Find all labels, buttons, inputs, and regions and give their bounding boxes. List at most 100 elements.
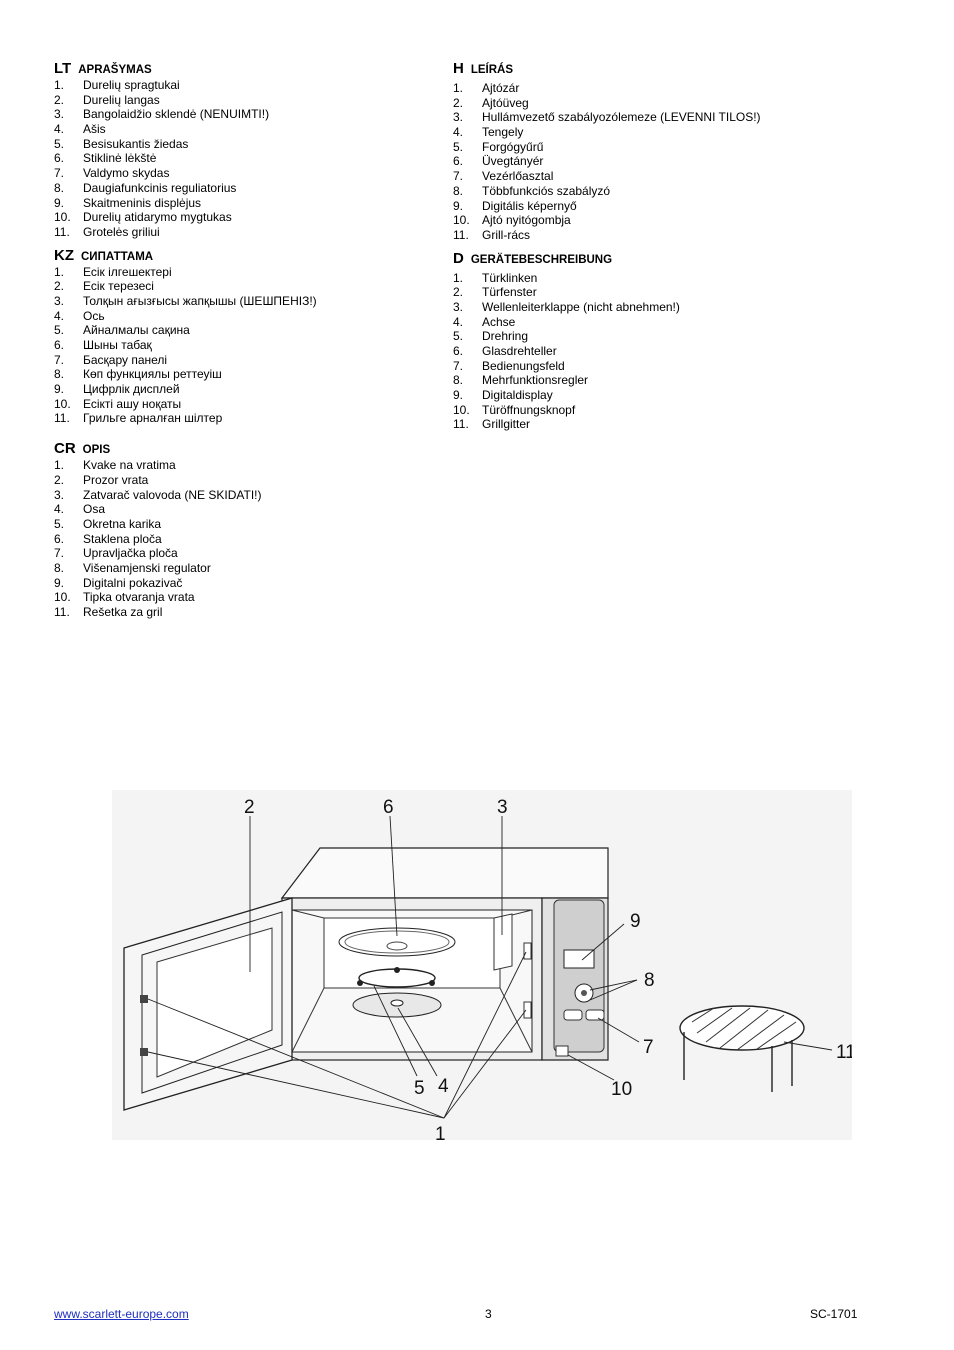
item-label: Prozor vrata: [83, 472, 149, 487]
callout-number: 4: [438, 1076, 449, 1097]
item-number: 6.: [54, 338, 65, 352]
list-item: 10.Tipka otvaranja vrata: [54, 590, 434, 605]
item-label: Bedienungsfeld: [482, 358, 565, 373]
list-item: 7.Vezérlőasztal: [453, 169, 833, 184]
list-item: 4.Achse: [453, 315, 833, 330]
list-item: 6. Stiklinė lėkštė: [54, 151, 434, 166]
list-item: 7.Upravljačka ploča: [54, 546, 434, 561]
list-item: 1.Есік ілгешектері: [54, 265, 434, 280]
door-latch: [140, 1048, 148, 1056]
item-number: 9.: [453, 388, 464, 403]
item-label: Wellenleiterklappe (nicht abnehmen!): [482, 299, 680, 314]
item-label: Grotelės griliui: [83, 224, 160, 239]
list-item: 5.Айналмалы сақина: [54, 323, 434, 338]
list-item: 1.Türklinken: [453, 271, 833, 286]
item-label: Zatvarač valovoda (NE SKIDATI!): [83, 487, 262, 502]
item-label: Есікті ашу ноқаты: [83, 396, 182, 411]
callout-number: 11: [836, 1042, 852, 1063]
item-label: Durelių atidarymo mygtukas: [83, 210, 232, 225]
list-item: 6.Шыны табақ: [54, 338, 434, 353]
item-number: 7.: [453, 169, 464, 184]
item-label: Толқын ағызғысы жапқышы (ШЕШПЕНІЗ!): [83, 293, 317, 308]
model-number: SC-1701: [810, 1307, 858, 1321]
item-number: 2.: [54, 279, 65, 294]
item-number: 5.: [54, 516, 65, 531]
item-label: Ajtózár: [482, 81, 520, 95]
item-number: 3.: [54, 293, 65, 308]
item-label: Üvegtányér: [482, 154, 544, 169]
item-number: 5.: [54, 323, 65, 338]
list-item: 4.Osa: [54, 502, 434, 517]
section-header: D GERÄTEBESCHREIBUNG: [453, 250, 833, 268]
item-number: 10.: [453, 213, 470, 228]
language-code: D: [453, 249, 464, 267]
item-label: Stiklinė lėkštė: [83, 151, 157, 166]
list-item: 10.Ajtó nyitógombja: [453, 213, 833, 228]
item-number: 9.: [54, 575, 65, 590]
item-number: 9.: [54, 382, 65, 397]
item-number: 6.: [54, 531, 65, 546]
section-header: LT APRAŠYMAS: [54, 60, 434, 78]
list-item: 6.Glasdrehteller: [453, 344, 833, 359]
item-number: 11.: [453, 227, 469, 242]
list-item: 8.Көп функциялы реттеуіш: [54, 367, 434, 382]
item-label: Durelių langas: [83, 92, 160, 107]
callout-number: 5: [414, 1078, 425, 1099]
list-item: 2.Durelių langas: [54, 93, 434, 108]
item-label: Tipka otvaranja vrata: [83, 590, 195, 605]
callout-number: 3: [497, 797, 508, 818]
item-number: 11.: [54, 411, 70, 426]
list-item: 7.Басқару панелі: [54, 353, 434, 368]
section-title: СИПАТТАМА: [81, 250, 154, 263]
microwave-diagram: 2 6 3 9 8 7 11 5 4 10 1: [112, 790, 852, 1140]
item-label: Грильге арналған шілтер: [83, 411, 223, 426]
list-item: 2.Есік терезесі: [54, 279, 434, 294]
item-number: 8.: [453, 373, 464, 388]
item-number: 6.: [54, 151, 65, 166]
list-item: 8.Mehrfunktionsregler: [453, 373, 833, 388]
language-code: LT: [54, 60, 72, 77]
list-item: 4.Tengely: [453, 125, 833, 140]
item-label: Daugiafunkcinis reguliatorius: [83, 180, 237, 195]
website-link[interactable]: www.scarlett-europe.com: [54, 1307, 189, 1321]
item-number: 5.: [453, 329, 464, 344]
list-item: 3.Bangolaidžio sklendė (NENUIMTI!): [54, 107, 434, 122]
list-item: 8.Daugiafunkcinis reguliatorius: [54, 181, 434, 196]
item-number: 3.: [453, 110, 464, 125]
list-item: 10.Durelių atidarymo mygtukas: [54, 210, 434, 225]
list-item: 2.Türfenster: [453, 285, 833, 300]
item-label: Kvake na vratima: [83, 458, 176, 473]
list-item: 11. Грильге арналған шілтер: [54, 411, 434, 426]
item-label: Rešetka za gril: [83, 605, 163, 619]
item-label: Achse: [482, 314, 516, 329]
list-item: 9.Digitális képernyő: [453, 199, 833, 214]
list-item: 5.Okretna karika: [54, 517, 434, 532]
language-code: KZ: [54, 246, 74, 264]
list-item: 9.Digitaldisplay: [453, 388, 833, 403]
waveguide-cover: [493, 913, 513, 971]
item-number: 9.: [54, 195, 65, 210]
item-label: Басқару панелі: [83, 352, 168, 367]
item-label: Valdymo skydas: [83, 166, 170, 181]
item-label: Ašis: [83, 122, 106, 137]
item-number: 3.: [54, 487, 65, 502]
door-window: [156, 927, 273, 1078]
item-label: Digitalni pokazivač: [83, 575, 183, 590]
list-item: 3. Толқын ағызғысы жапқышы (ШЕШПЕНІЗ!): [54, 294, 434, 309]
item-label: Bangolaidžio sklendė (NENUIMTI!): [83, 107, 270, 122]
item-label: Besisukantis žiedas: [83, 136, 189, 151]
grill-rack: [679, 1005, 805, 1051]
item-label: Upravljačka ploča: [83, 546, 178, 561]
item-number: 10.: [54, 396, 71, 411]
callout-number: 1: [435, 1124, 446, 1140]
item-number: 9.: [453, 198, 464, 213]
item-label: Drehring: [482, 329, 529, 344]
list-item: 5.Forgógyűrű: [453, 140, 833, 155]
callout-number: 6: [383, 797, 394, 818]
item-number: 1.: [453, 270, 464, 285]
